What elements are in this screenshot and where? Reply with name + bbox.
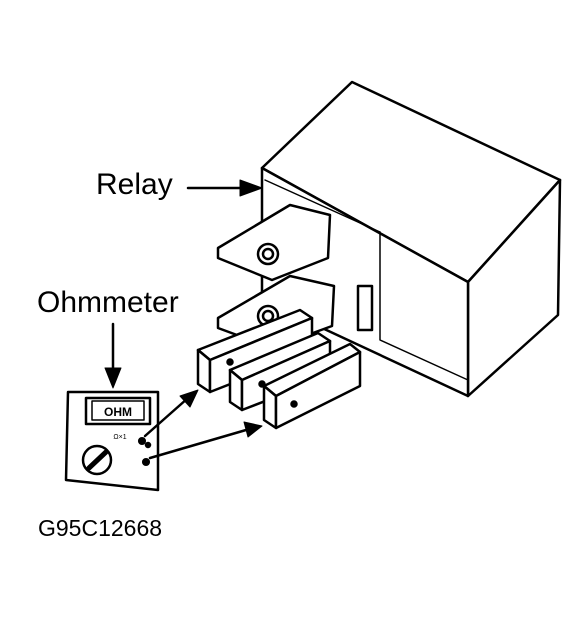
arrowhead-probe-1: [179, 389, 199, 408]
ohmmeter-label: Ohmmeter: [37, 286, 179, 319]
ohmmeter-lead-jack-2: [141, 457, 151, 467]
arrowhead-probe-2: [243, 421, 263, 438]
arrowhead-relay: [239, 179, 263, 197]
relay-clip: [356, 284, 374, 332]
ohmmeter-lead-jack-1: [137, 436, 147, 446]
ohmmeter-display-text: OHM: [104, 405, 132, 419]
ohmmeter-device: [64, 390, 160, 492]
relay-label: Relay: [96, 168, 173, 201]
ohmmeter-range-text: Ω×1: [113, 434, 126, 441]
arrowhead-ohmmeter: [104, 367, 122, 389]
probe-arrow-2: [148, 428, 248, 460]
relay-terminal-5: [262, 342, 362, 430]
figure-id: G95C12668: [38, 515, 163, 541]
relay-terminal-1: [216, 203, 332, 282]
probe-arrow-1: [143, 396, 190, 438]
